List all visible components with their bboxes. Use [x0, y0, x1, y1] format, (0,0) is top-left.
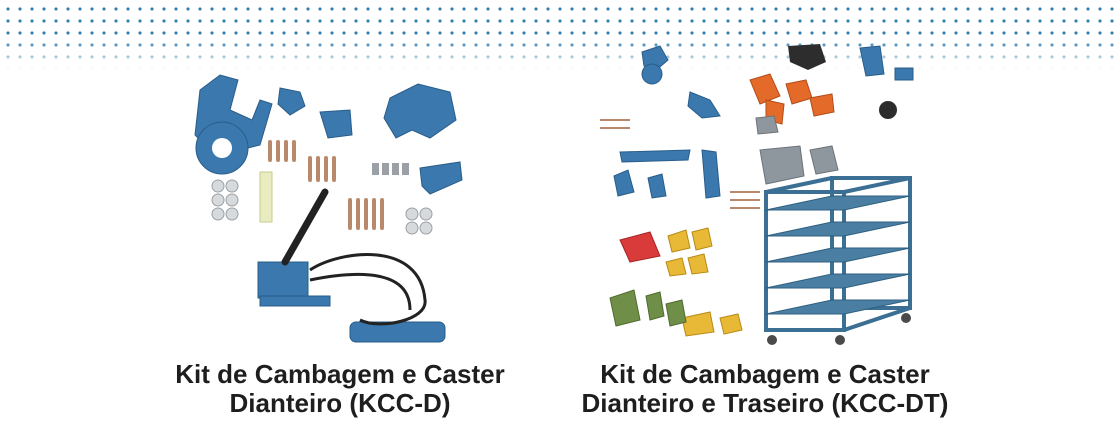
product-caption: Kit de Cambagem e Caster Dianteiro e Tra… — [570, 360, 960, 418]
camber-caster-kit-front-image — [194, 74, 463, 343]
product-caption: Kit de Cambagem e Caster Dianteiro (KCC-… — [160, 360, 520, 418]
caption-line-2: Dianteiro e Traseiro (KCC-DT) — [581, 388, 949, 418]
camber-caster-kit-front-rear-image — [600, 44, 914, 345]
product-kcc-d[interactable]: Kit de Cambagem e Caster Dianteiro (KCC-… — [160, 0, 520, 445]
caption-line-2: Dianteiro (KCC-D) — [229, 388, 451, 418]
caption-line-1: Kit de Cambagem e Caster — [600, 359, 930, 389]
dot-pattern-banner — [0, 0, 1120, 70]
product-kcc-dt[interactable]: Kit de Cambagem e Caster Dianteiro e Tra… — [570, 0, 960, 445]
caption-line-1: Kit de Cambagem e Caster — [175, 359, 505, 389]
